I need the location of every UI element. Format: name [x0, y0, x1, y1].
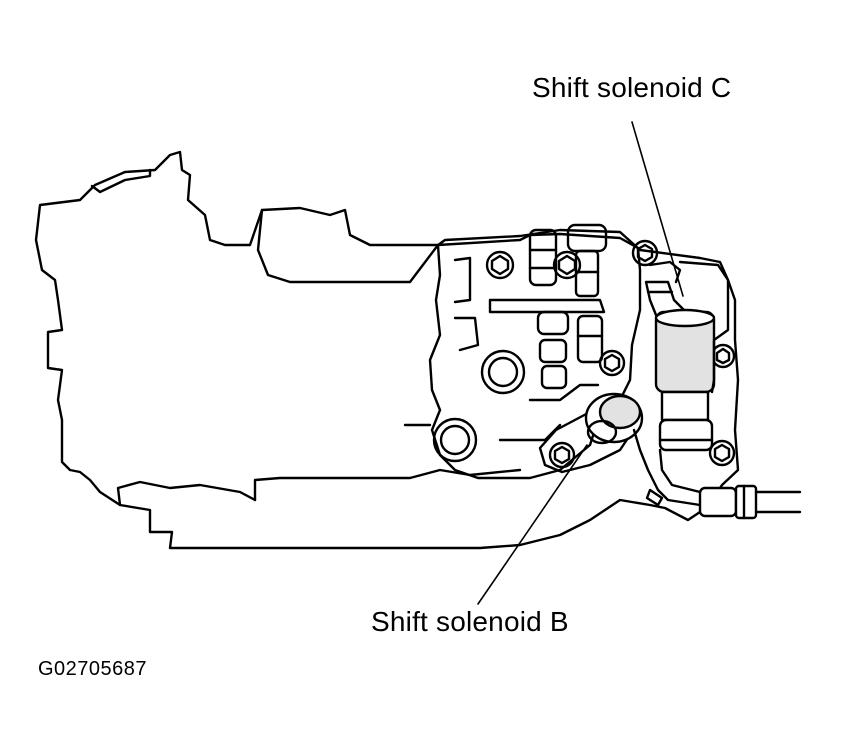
bolt [631, 239, 659, 267]
valve-spool [576, 314, 604, 364]
valve-channel [453, 256, 472, 304]
valve-channel [453, 316, 480, 352]
wiring-harness [658, 448, 702, 494]
solenoid-c [644, 260, 716, 452]
valve-channel [488, 298, 606, 314]
bore-upper [480, 349, 526, 395]
case-parting-line [256, 208, 440, 284]
harness-connector [698, 484, 802, 520]
valve-body-plate [428, 232, 642, 480]
solenoid-b-label: Shift solenoid B [371, 606, 569, 637]
bolt [485, 250, 515, 280]
solenoid-c-bracket [678, 260, 730, 394]
valve-spool [528, 228, 558, 287]
solenoid-c-label: Shift solenoid C [532, 72, 732, 103]
bolt [598, 349, 626, 377]
wiring-harness [632, 428, 702, 507]
bolt [708, 439, 736, 467]
valve-spool [566, 223, 608, 298]
bolt [710, 343, 736, 369]
case-lower-line [116, 480, 257, 507]
figure-id: G02705687 [38, 658, 148, 680]
bolt [548, 441, 576, 469]
case-ridge-line [253, 468, 522, 502]
case-top-boss [90, 168, 152, 194]
wire-clip [645, 488, 664, 507]
leader-line-solenoid-b [477, 444, 588, 605]
leader-line-solenoid-c [631, 121, 684, 297]
solenoid-b [584, 392, 644, 445]
valve-channel [498, 423, 562, 442]
valve-spool [536, 310, 570, 390]
valve-channel [528, 383, 600, 402]
bore-lower [432, 417, 478, 463]
